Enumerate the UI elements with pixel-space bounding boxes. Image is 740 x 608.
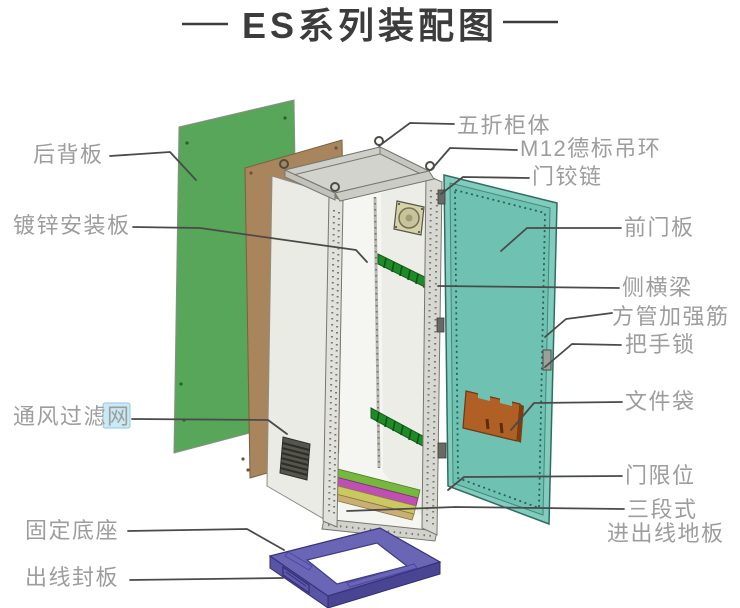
leader-outlet-cover (129, 577, 284, 581)
bag-side (517, 404, 524, 443)
label-m12-lifting-ring: M12德标吊环 (520, 136, 661, 161)
screw-dot (246, 468, 250, 472)
bag-notch (478, 391, 490, 401)
bag-notch (500, 396, 512, 406)
lifting-ring (330, 182, 340, 192)
label-door-hinge: 门铰链 (532, 164, 603, 189)
document-bag-shape (462, 390, 524, 443)
screw-dot (179, 382, 183, 386)
labels-left: 后背板 镀锌安装板 通风过滤网 固定底座 出线封板 (13, 142, 131, 590)
label-rear-panel: 后背板 (33, 142, 104, 167)
outlet-cover-shape (282, 565, 310, 595)
rear-post (373, 196, 381, 469)
label-vent-filter-prefix: 通风过滤 (13, 404, 107, 429)
vent-filter-highlight-box (102, 402, 131, 429)
vent-grille-shape (279, 436, 311, 481)
leader-document-bag (510, 401, 623, 431)
fan-unit (393, 200, 425, 236)
outlet-cover-slot (285, 571, 307, 587)
labels-right: 五折柜体 M12德标吊环 门铰链 前门板 侧横梁 方管加强筋 把手锁 文件袋 门… (457, 113, 730, 546)
cabinet-top (279, 136, 435, 202)
base-rim-recess (346, 563, 418, 588)
three-section-floor (325, 467, 421, 521)
base-rim-recess (284, 551, 313, 571)
column-holes (426, 189, 432, 523)
leader-side-crossbeam (437, 285, 620, 289)
screw-dot (283, 116, 287, 120)
label-floor-line1: 三段式 (627, 497, 698, 522)
label-floor-line2: 进出线地板 (607, 521, 725, 546)
door-hinge-bottom (437, 442, 447, 459)
label-outlet-cover: 出线封板 (25, 565, 119, 590)
top-rail-front (334, 170, 435, 202)
screw-dot (249, 171, 253, 175)
label-five-fold-cabinet: 五折柜体 (457, 113, 551, 138)
leader-vent-filter (131, 418, 288, 435)
door-inner-panel (449, 182, 551, 516)
leader-floor (346, 506, 625, 512)
lifting-ring (279, 159, 289, 169)
label-fixed-base: 固定底座 (25, 518, 119, 543)
leader-rear-panel (109, 151, 197, 181)
leader-square-tube-rib (544, 312, 613, 338)
leader-mounting-plate (132, 226, 368, 263)
title-group: ES系列装配图 (182, 5, 558, 46)
leader-five-fold-cabinet (378, 122, 455, 147)
page-title: ES系列装配图 (242, 5, 498, 46)
door-gasket (454, 188, 546, 510)
handle-lock-shape (542, 349, 552, 371)
screw-dot (417, 230, 421, 234)
front-door-shape (436, 174, 558, 526)
door-hinge-middle (436, 317, 445, 333)
leader-fixed-base (127, 528, 285, 551)
screw-dot (394, 225, 398, 229)
screw-dot (420, 207, 424, 211)
label-vent-filter-highlight: 网 (107, 404, 131, 429)
leader-lines (109, 122, 625, 581)
label-handle-lock: 把手锁 (625, 332, 696, 357)
label-front-door: 前门板 (624, 215, 695, 240)
label-square-tube-rib: 方管加强筋 (612, 304, 730, 329)
leader-m12-lifting-ring (430, 147, 518, 171)
label-vent-filter: 通风过滤网 (13, 404, 131, 429)
screw-dot (185, 141, 189, 145)
fan-hub (405, 214, 413, 222)
screw-dot (241, 457, 245, 461)
screw-dot (397, 202, 401, 206)
label-side-crossbeam: 侧横梁 (622, 275, 693, 300)
label-door-limiter: 门限位 (625, 463, 696, 488)
fixed-base-shape (268, 527, 442, 608)
leader-door-limiter (447, 475, 623, 491)
bag-slot (499, 422, 504, 434)
door-hinge-top (437, 189, 446, 205)
front-right-column (421, 174, 443, 536)
leader-handle-lock (544, 343, 622, 368)
leader-front-door (500, 227, 622, 252)
label-document-bag: 文件袋 (625, 389, 696, 414)
column-holes (432, 192, 438, 526)
cabinet-frame (266, 136, 443, 542)
bag-slot (485, 418, 490, 430)
screw-dot (334, 146, 338, 150)
leader-door-hinge (440, 176, 530, 195)
label-mounting-plate: 镀锌安装板 (13, 213, 131, 238)
top-rail-left (284, 169, 336, 201)
